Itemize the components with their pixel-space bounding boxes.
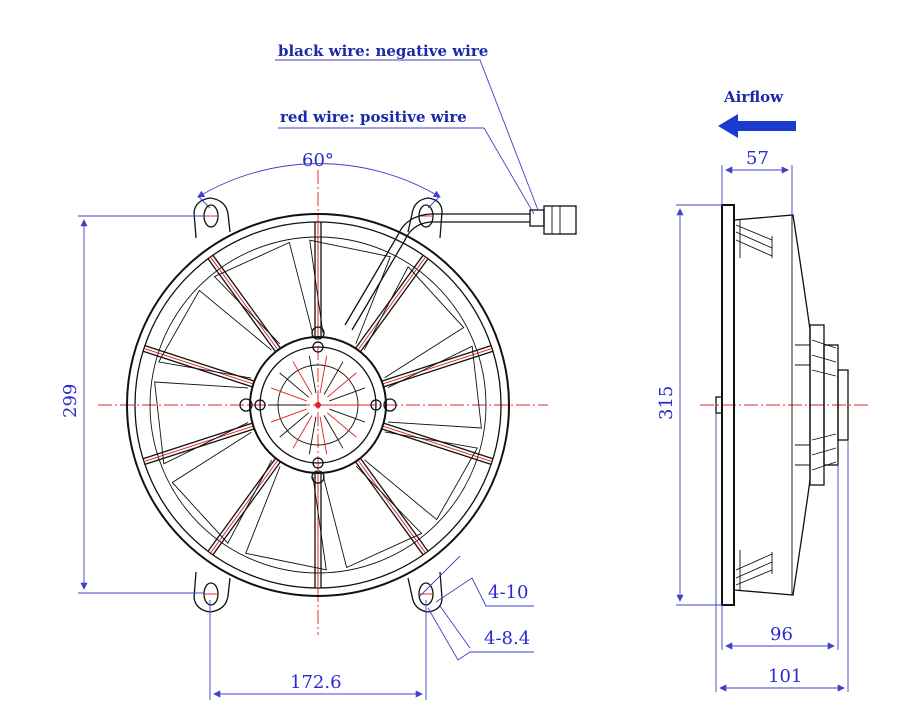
hub-vent [308, 416, 317, 455]
blade [322, 465, 423, 569]
motor-hub-outer [249, 336, 387, 474]
mount-span-dimension: 172.6 [290, 672, 342, 693]
blade [171, 431, 273, 544]
height-dimension-front: 299 [60, 384, 81, 418]
spoke-centerline [210, 459, 279, 554]
blade [364, 431, 478, 521]
height-dimension-side: 315 [656, 386, 677, 420]
blade [387, 345, 482, 429]
hub-vent [292, 415, 313, 449]
hub-vent [279, 412, 310, 438]
hub-vent [270, 408, 307, 423]
spoke-centerline [357, 459, 426, 554]
blade [245, 466, 327, 571]
depth-dimension-mid: 96 [770, 624, 793, 645]
side-view [676, 114, 870, 692]
shroud-rim-outer [126, 213, 510, 597]
front-view [78, 59, 577, 700]
hub-vent [326, 372, 357, 398]
blades [154, 239, 482, 571]
hub-vent [329, 387, 366, 402]
center-point [315, 402, 321, 408]
hub-vent [323, 361, 344, 395]
spoke-centerline [382, 425, 493, 462]
hub-screw-top [311, 326, 325, 353]
mount-ear-bottom-left [193, 571, 231, 613]
angle-dimension: 60° [302, 150, 334, 171]
blade [213, 241, 314, 345]
wire-harness [344, 205, 577, 331]
hub-vent [279, 372, 310, 398]
hub-vent [323, 415, 344, 449]
hub-vent [270, 387, 307, 402]
hub-vent [329, 408, 366, 423]
airflow-label: Airflow [723, 88, 784, 106]
blade [309, 239, 391, 344]
hub-vent [319, 416, 328, 455]
blade [158, 289, 272, 379]
depth-dimension-top: 57 [746, 148, 769, 169]
mount-ear-top-left [193, 197, 231, 239]
hub-vent [292, 361, 313, 395]
spoke-centerline [143, 425, 254, 462]
hole-dimension: 4-8.4 [484, 628, 530, 649]
spoke-centerline [382, 348, 493, 385]
spoke-centerline [210, 256, 279, 351]
depth-dimension-total: 101 [768, 666, 802, 687]
red-wire-label: red wire: positive wire [280, 108, 467, 126]
mount-ear-bottom-right [407, 571, 443, 613]
side-fins-bottom [735, 550, 773, 590]
side-fins-top [735, 220, 773, 258]
black-wire-label: black wire: negative wire [278, 42, 488, 60]
blade [363, 266, 465, 379]
blade [154, 381, 249, 465]
spoke-centerline [143, 348, 254, 385]
spoke-centerline [357, 256, 426, 351]
slot-dimension: 4-10 [488, 582, 528, 603]
side-flange [721, 204, 735, 606]
hub-screw-right [370, 398, 397, 412]
hub-vent [326, 412, 357, 438]
hub-vent [319, 355, 328, 394]
hub-screw-left [239, 398, 266, 412]
hub-vents [268, 355, 368, 455]
hub-screw-bottom [311, 457, 325, 484]
angle-arc [197, 163, 441, 198]
hub-vent [308, 355, 317, 394]
airflow-arrow-icon [718, 114, 796, 138]
motor-hub-inner [259, 346, 377, 464]
